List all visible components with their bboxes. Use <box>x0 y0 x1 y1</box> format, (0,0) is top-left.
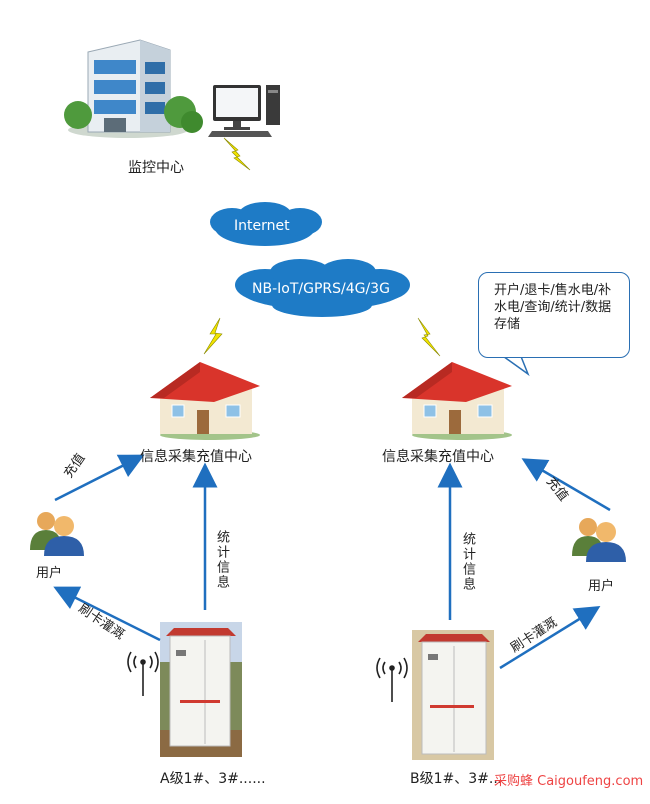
monitor-center-label: 监控中心 <box>128 160 184 176</box>
functions-bubble-text: 开户/退卡/售水电/补水电/查询/统计/数据存储 <box>494 283 612 332</box>
wireless-network-label: NB-IoT/GPRS/4G/3G <box>252 281 390 297</box>
office-building-icon <box>64 39 203 138</box>
lightning-icon <box>203 317 223 355</box>
stats-label-right: 统计信息 <box>460 532 475 592</box>
users-icon <box>572 518 626 562</box>
internet-cloud-icon <box>210 202 322 246</box>
antenna-icon <box>376 657 408 702</box>
lightning-icon <box>417 317 441 357</box>
house-icon <box>150 362 260 440</box>
swipe-arrow-right <box>499 606 601 670</box>
users-icon <box>30 512 84 556</box>
info-center-right-label: 信息采集充值中心 <box>382 449 494 465</box>
station-label-left: A级1#、3#...... <box>160 771 266 787</box>
station-label-right: B级1#、3#... <box>410 771 503 787</box>
irrigation-cabinet-icon <box>160 622 242 757</box>
user-label-left: 用户 <box>36 566 63 581</box>
computer-icon <box>208 85 280 137</box>
antenna-icon <box>127 651 159 696</box>
irrigation-cabinet-icon <box>412 630 494 760</box>
functions-bubble <box>478 272 630 358</box>
house-icon <box>402 362 512 440</box>
watermark-text: 采购蜂 Caigoufeng.com <box>494 774 644 789</box>
user-label-right: 用户 <box>588 579 615 594</box>
recharge-arrow-left <box>54 454 145 502</box>
lightning-icon <box>223 137 251 171</box>
internet-label: Internet <box>234 218 290 234</box>
info-center-left-label: 信息采集充值中心 <box>140 449 252 465</box>
wireless-cloud-icon <box>235 259 410 317</box>
swipe-arrow-left <box>53 586 161 642</box>
stats-label-left: 统计信息 <box>214 530 229 590</box>
recharge-arrow-right <box>521 458 611 512</box>
